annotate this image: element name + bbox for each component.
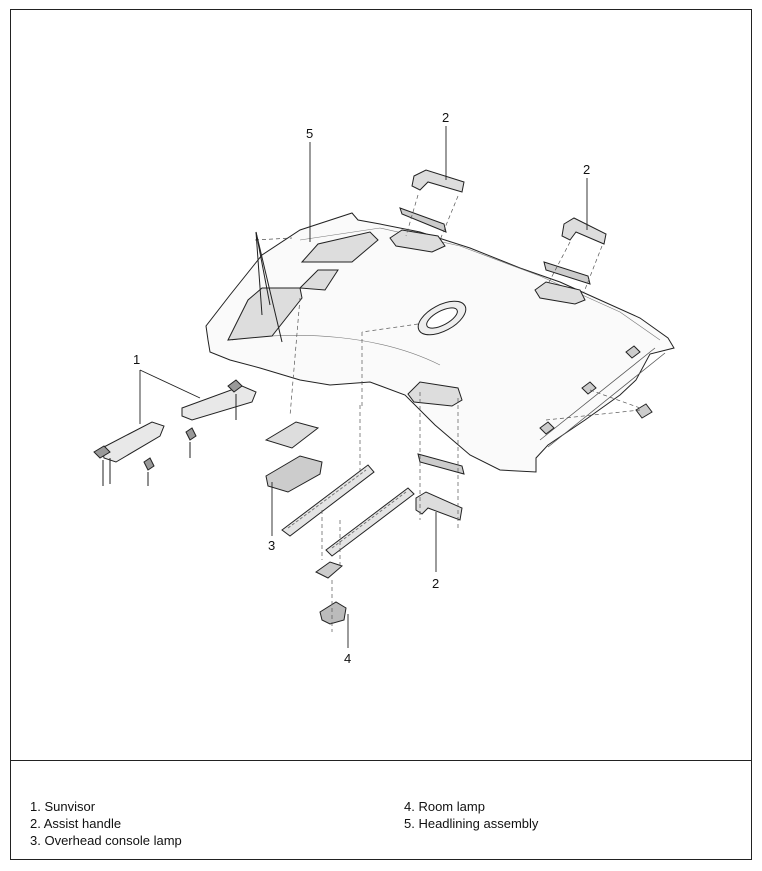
overhead-console-lamp-lens <box>264 421 320 449</box>
legend-item-overhead-console-lamp: 3. Overhead console lamp <box>30 833 182 848</box>
diagram-frame <box>10 9 752 860</box>
roof-rail-right <box>325 487 415 557</box>
roof-rail-left <box>281 464 375 537</box>
room-lamp <box>319 601 347 625</box>
assist-handle-top-right <box>561 217 607 245</box>
legend-item-assist-handle: 2. Assist handle <box>30 816 122 831</box>
assist-handle-top-mid <box>411 169 465 193</box>
legend-right: 4. Room lamp 5. Headlining assembly <box>404 798 538 832</box>
callout-3: 3 <box>268 538 275 553</box>
legend-item-sunvisor: 1. Sunvisor <box>30 799 96 814</box>
callout-2-top: 2 <box>442 110 449 125</box>
headlining-exploded-diagram: 1 5 2 2 2 3 4 <box>93 110 675 666</box>
legend-left: 1. Sunvisor 2. Assist handle 3. Overhead… <box>30 798 182 849</box>
callout-4: 4 <box>344 651 351 666</box>
front-recess-right <box>298 269 339 291</box>
callout-2-bottom: 2 <box>432 576 439 591</box>
sunvisor-right <box>181 385 257 421</box>
room-lamp-bracket <box>315 561 343 579</box>
sunvisor-left <box>101 421 165 463</box>
legend-divider <box>10 760 752 761</box>
headlining-panel <box>205 212 675 473</box>
front-recess-top <box>300 231 379 263</box>
legend-item-room-lamp: 4. Room lamp <box>404 799 485 814</box>
legend-item-headlining-assembly: 5. Headlining assembly <box>404 816 539 831</box>
assist-handle-bottom <box>415 491 463 521</box>
callout-2-right: 2 <box>583 162 590 177</box>
callout-5: 5 <box>306 126 313 141</box>
overhead-console-lamp <box>265 455 323 493</box>
callout-1: 1 <box>133 352 140 367</box>
